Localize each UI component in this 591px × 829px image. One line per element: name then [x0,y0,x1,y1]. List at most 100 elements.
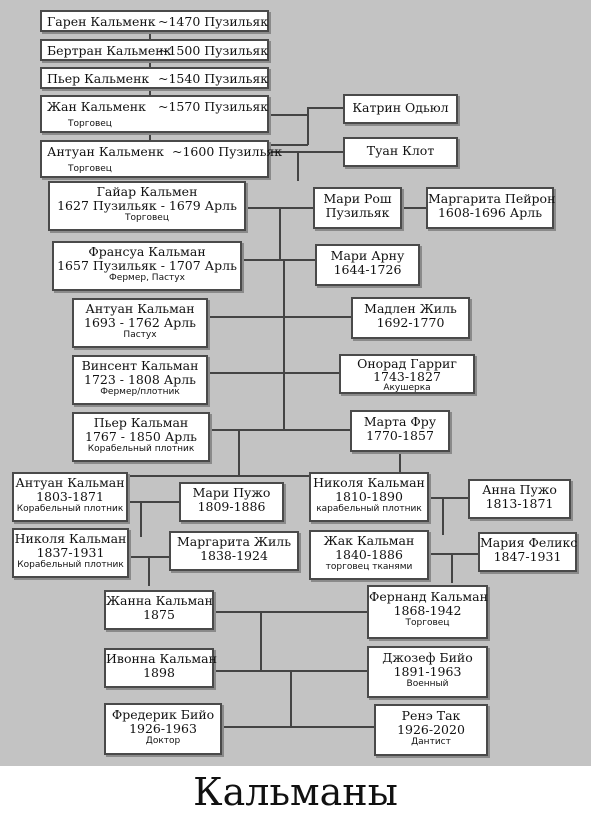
person-card[interactable]: Мари Рош Пузильяк [313,187,402,229]
person-card[interactable]: Винсент Кальман 1723 - 1808 Арль Фермер/… [72,355,208,405]
person-occupation: Военный [406,679,449,689]
person-card[interactable]: Бертран Кальменк ~1500 Пузильяк [40,39,269,61]
person-years: 1868-1942 [393,603,462,618]
person-card[interactable]: Антуан Кальман 1693 - 1762 Арль Пастух [72,298,208,348]
person-card[interactable]: Мари Арну 1644-1726 [315,244,420,286]
person-years: 1891-1963 [393,664,462,679]
person-name: Маргарита Жиль [176,534,292,549]
connector [126,475,400,477]
person-name: Маргарита Пейрон [428,191,556,206]
person-card[interactable]: Гайар Кальмен 1627 Пузильяк - 1679 Арль … [48,181,246,231]
person-name: Онорад Гарриг [357,356,457,371]
connector [148,556,150,586]
person-card[interactable]: Николя Кальман 1810-1890 карабельный пло… [309,472,429,522]
person-occupation: Фермер/плотник [100,387,180,397]
person-card[interactable]: Франсуа Кальман 1657 Пузильяк - 1707 Арл… [52,241,242,291]
person-years: ~1540 Пузильяк [158,71,269,86]
person-card[interactable]: Фредерик Бийо 1926-1963 Доктор [104,703,222,755]
person-card[interactable]: Гарен Кальменк ~1470 Пузильяк [40,10,269,32]
connector [268,151,343,153]
person-card[interactable]: Анна Пужо 1813-1871 [468,479,571,519]
person-occupation: карабельный плотник [316,504,422,514]
connector [149,133,151,140]
person-years: Пузильяк [325,205,390,220]
person-years: 1723 - 1808 Арль [84,372,196,387]
person-card[interactable]: Пьер Кальман 1767 - 1850 Арль Корабельны… [72,412,210,462]
family-tree: Гарен Кальменк ~1470 Пузильяк Бертран Ка… [0,0,591,766]
connector [428,553,478,555]
connector [279,207,281,260]
person-years: 1926-2020 [397,722,465,737]
person-years: 1847-1931 [493,549,562,564]
person-name: Жанна Кальман [106,593,213,608]
person-card[interactable]: Пьер Кальменк ~1540 Пузильяк [40,67,269,89]
person-card[interactable]: Марта Фру 1770-1857 [350,410,450,452]
connector [307,107,343,109]
person-name: Антуан Кальман [15,475,125,490]
person-name: Мари Пужо [192,485,271,500]
person-card[interactable]: Катрин Одьюл [343,94,458,124]
connector [428,497,468,499]
person-card[interactable]: Антуан Кальменк ~1600 Пузильяк Торговец [40,140,282,178]
person-name: Фернанд Кальман [369,589,488,604]
person-name: Мари Рош [323,191,392,206]
person-name: Мадлен Жиль [364,301,457,316]
person-years: 1693 - 1762 Арль [84,315,196,330]
person-name: Франсуа Кальман [88,244,206,259]
connector [290,670,292,727]
person-name: Бертран Кальменк [47,43,172,58]
person-years: ~1500 Пузильяк [158,43,269,58]
person-occupation: Корабельный плотник [87,444,195,454]
person-years: 1875 [143,607,175,622]
person-card[interactable]: Фернанд Кальман 1868-1942 Торговец [367,585,488,639]
person-card[interactable]: Ивонна Кальман 1898 [104,648,217,688]
person-name: Мари Арну [330,248,405,263]
person-occupation: Акушерка [383,383,431,393]
person-occupation: Фермер, Пастух [109,273,185,283]
connector [210,429,350,431]
person-card[interactable]: Жан Кальменк ~1570 Пузильяк Торговец [40,95,269,133]
person-card[interactable]: Мария Феликс 1847-1931 [478,532,577,572]
connector [283,259,285,316]
connector [260,611,262,671]
person-name: Катрин Одьюл [352,100,449,115]
person-occupation: Корабельный плотник [17,560,124,570]
person-card[interactable]: Жанна Кальман 1875 [104,590,214,630]
connector [149,60,151,68]
connector [222,726,374,728]
person-card[interactable]: Николя Кальман 1837-1931 Корабельный пло… [12,528,129,578]
person-years: 1837-1931 [36,545,105,560]
person-card[interactable]: Мадлен Жиль 1692-1770 [351,297,470,339]
person-occupation: Корабельный плотник [16,504,124,514]
person-card[interactable]: Жак Кальман 1840-1886 торговец тканями [309,530,429,580]
person-years: 1657 Пузильяк - 1707 Арль [57,258,237,273]
person-card[interactable]: Джозеф Бийо 1891-1963 Военный [367,646,488,698]
connector [451,553,453,583]
connector [283,316,285,374]
connector [399,446,401,477]
person-years: 1770-1857 [366,428,434,443]
person-years: ~1570 Пузильяк [158,99,269,114]
person-name: Винсент Кальман [81,358,199,373]
person-card[interactable]: Туан Клот [343,137,458,167]
person-name: Жак Кальман [323,533,415,548]
person-card[interactable]: Мари Пужо 1809-1886 [179,482,284,522]
person-years: 1898 [143,665,175,680]
person-name: Николя Кальман [313,475,425,490]
person-card[interactable]: Маргарита Жиль 1838-1924 [169,531,299,571]
person-card[interactable]: Антуан Кальман 1803-1871 Корабельный пло… [12,472,128,522]
person-name: Мария Феликс [480,535,578,550]
person-years: 1810-1890 [335,489,403,504]
person-name: Джозеф Бийо [382,650,473,665]
person-name: Марта Фру [363,414,437,429]
page-title: Кальманы [193,770,398,814]
person-years: 1813-1871 [485,496,554,511]
person-card[interactable]: Маргарита Пейрон 1608-1696 Арль [426,187,556,229]
person-occupation: Торговец [68,119,112,129]
person-years: 1627 Пузильяк - 1679 Арль [57,198,237,213]
person-card[interactable]: Ренэ Так 1926-2020 Дантист [374,704,488,756]
person-card[interactable]: Онорад Гарриг 1743-1827 Акушерка [339,354,475,394]
person-occupation: Торговец [405,618,450,628]
person-name: Анна Пужо [482,482,557,497]
person-occupation: Пастух [123,330,157,340]
